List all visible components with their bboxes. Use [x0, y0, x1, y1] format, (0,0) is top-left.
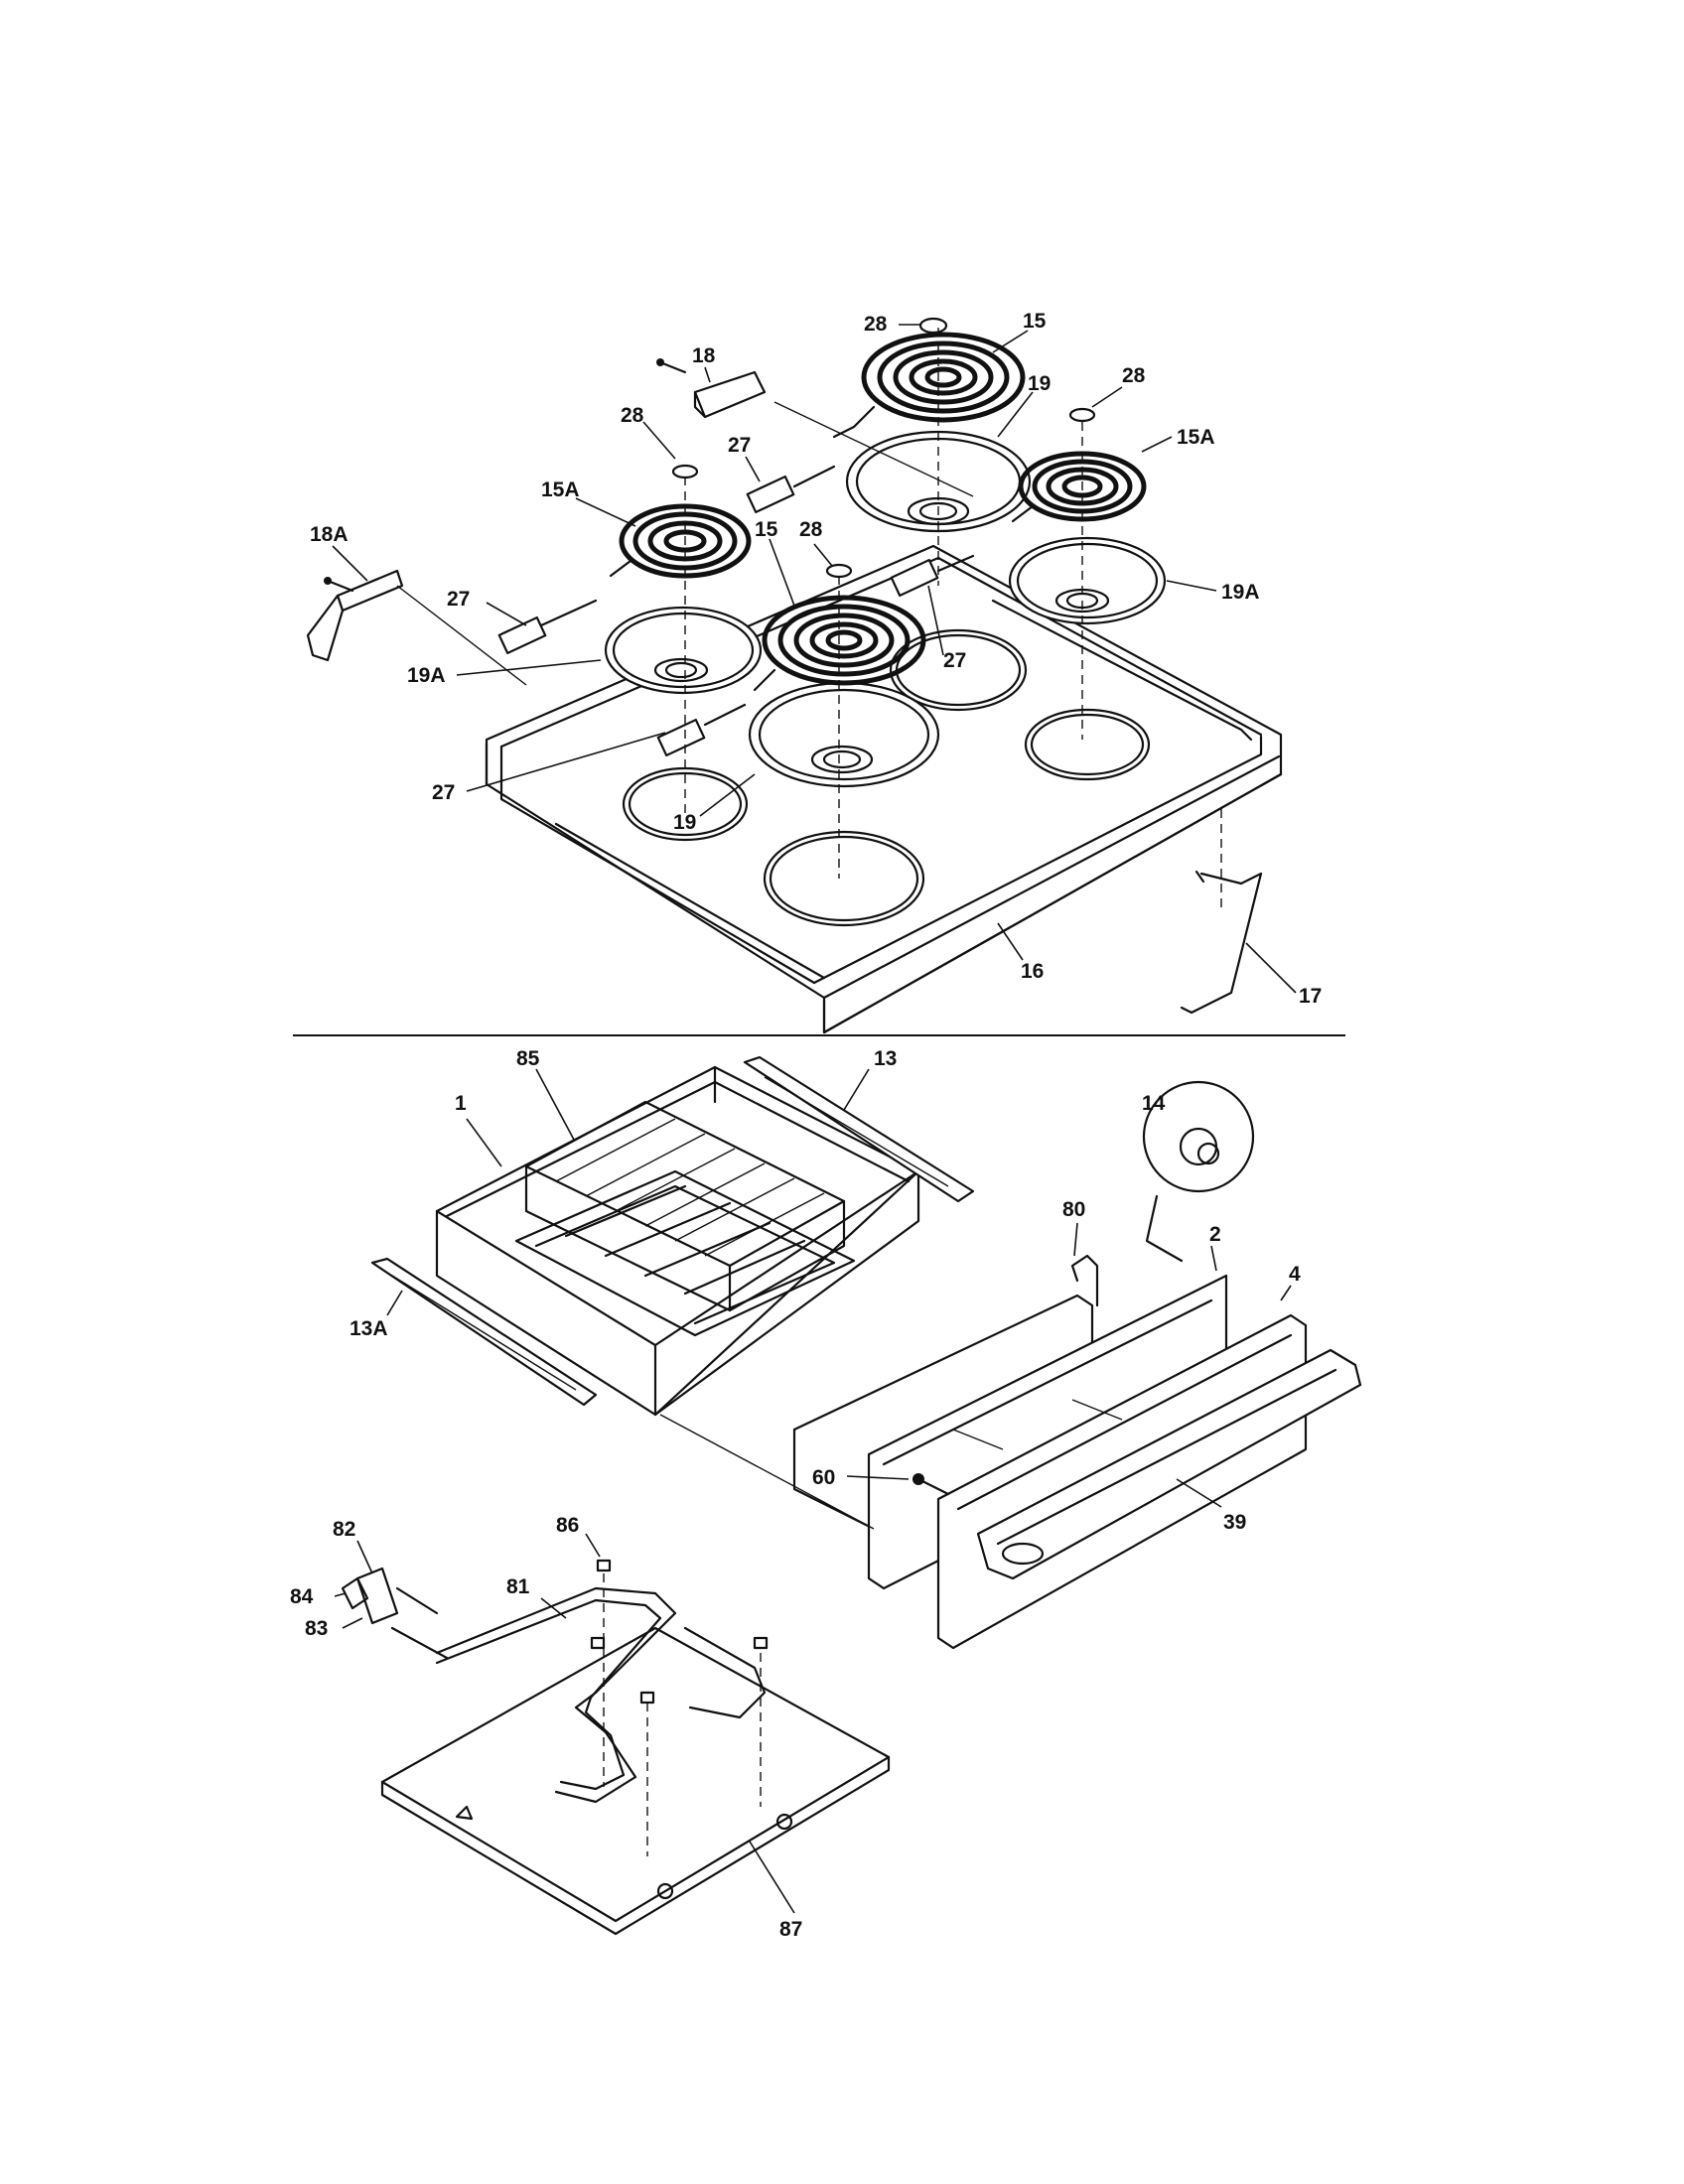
drawer-assembly: [370, 1055, 1362, 1650]
callout-13a: 13A: [350, 1317, 388, 1340]
callout-28-right: 28: [1122, 364, 1146, 387]
drawer-liner: [792, 1294, 1094, 1531]
callout-27-lower: 27: [432, 781, 455, 804]
surface-element-15-mid: [753, 595, 926, 692]
surface-element-15a-left: [609, 503, 752, 579]
callout-86: 86: [556, 1514, 579, 1537]
burner-openings: [622, 628, 1151, 927]
callout-18a: 18A: [310, 523, 349, 546]
bracket-18a: [306, 569, 404, 662]
callout-81: 81: [506, 1575, 530, 1598]
callout-labels: 28 15 18 19 28 15A 28 27 15A 28 15 18A 2…: [290, 310, 1322, 1941]
cooktop-assembly: [306, 317, 1283, 1034]
callout-28-mid: 28: [799, 518, 823, 541]
drip-bowl-19a-right: [1008, 536, 1167, 625]
drawer-rail-13a: [370, 1257, 598, 1407]
handle-39: [976, 1348, 1362, 1580]
drip-bowl-19a-left: [604, 606, 763, 695]
callout-18: 18: [692, 344, 716, 367]
callout-28-top: 28: [864, 313, 888, 336]
anti-tip-wire-17: [1180, 870, 1263, 1015]
callout-27-left: 27: [447, 588, 470, 611]
callout-87: 87: [779, 1918, 802, 1941]
callout-27-right: 27: [943, 649, 966, 672]
bake-centerlines: [603, 1573, 762, 1856]
callout-82: 82: [333, 1518, 355, 1541]
callout-17: 17: [1299, 985, 1322, 1008]
callout-83: 83: [305, 1617, 328, 1640]
screw-60: [912, 1473, 950, 1496]
callout-60: 60: [812, 1466, 835, 1489]
assembly-centerlines: [396, 328, 1222, 913]
bake-element-81: [435, 1586, 767, 1804]
sensor-bracket-82-83-84: [341, 1567, 449, 1660]
callout-85: 85: [516, 1047, 540, 1070]
bake-assembly: [341, 1559, 891, 1936]
drip-bowl-19-lower: [748, 681, 940, 788]
callout-14: 14: [1142, 1092, 1166, 1115]
callout-19-top: 19: [1028, 372, 1051, 395]
callout-15-mid: 15: [755, 518, 778, 541]
callout-15a-right: 15A: [1177, 426, 1215, 449]
callout-2: 2: [1209, 1223, 1221, 1246]
broiler-pan: [514, 1169, 856, 1337]
callout-19a-left: 19A: [407, 664, 446, 687]
callout-15a-left: 15A: [541, 478, 580, 501]
callout-16: 16: [1021, 960, 1044, 983]
callout-4: 4: [1289, 1263, 1301, 1286]
callout-28-left: 28: [621, 404, 644, 427]
drawer-rail-13: [743, 1055, 975, 1203]
surface-element-15-top: [832, 332, 1026, 439]
callout-19a-right: 19A: [1221, 581, 1260, 604]
callout-80: 80: [1062, 1198, 1085, 1221]
callout-13: 13: [874, 1047, 897, 1070]
callout-15-top: 15: [1023, 310, 1047, 333]
callout-1: 1: [455, 1092, 467, 1115]
knob-14-detail: [1142, 1080, 1255, 1263]
callout-84: 84: [290, 1585, 314, 1608]
oven-bottom-87: [380, 1626, 891, 1936]
callout-39: 39: [1223, 1511, 1246, 1534]
leader-lines: [332, 324, 1297, 1914]
callout-19-lower: 19: [673, 811, 696, 834]
oven-rack-85: [524, 1100, 846, 1312]
callout-27-upper: 27: [728, 434, 751, 457]
receptacle-blocks-27: [497, 465, 975, 757]
surface-element-15a-right: [1011, 451, 1147, 523]
drawer-guides: [659, 1399, 1123, 1530]
trim-rings-28: [671, 317, 1096, 579]
bracket-18: [656, 358, 767, 419]
drawer-gasket-80: [1070, 1254, 1099, 1307]
main-top-16: [485, 544, 1283, 1034]
